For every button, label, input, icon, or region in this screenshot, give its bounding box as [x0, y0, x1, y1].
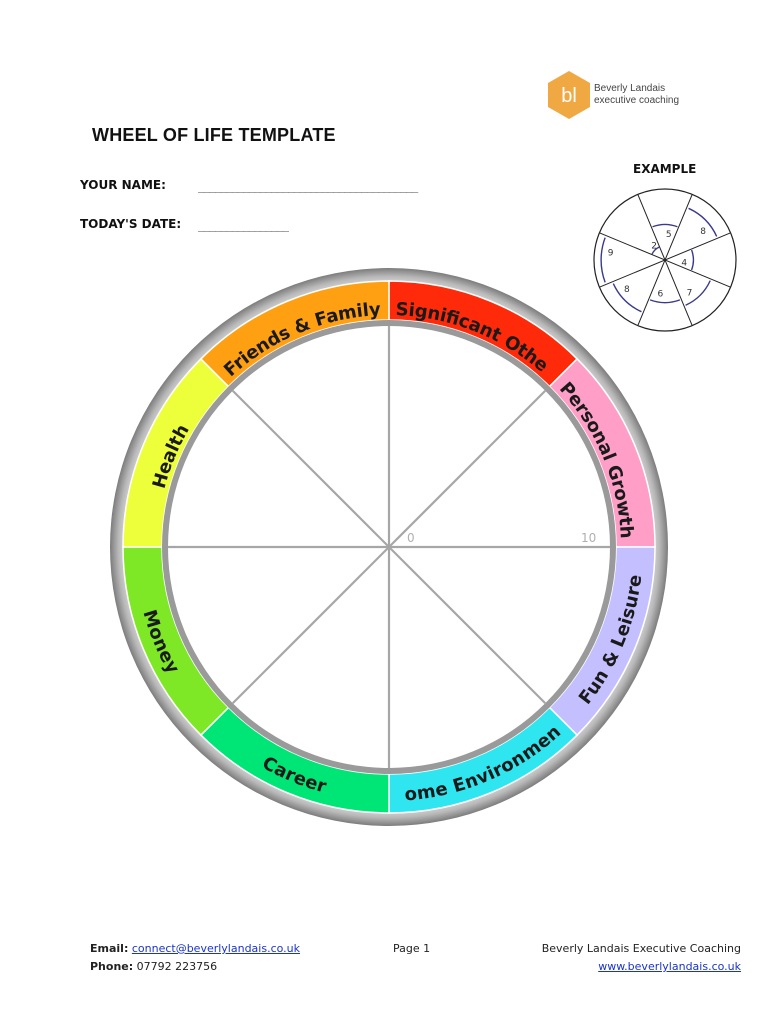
logo-subtitle: executive coaching	[594, 95, 680, 106]
example-score-arc	[600, 237, 606, 283]
example-spoke	[637, 194, 693, 326]
date-field[interactable]: ________________	[198, 219, 289, 232]
page-title: WHEEL OF LIFE TEMPLATE	[92, 125, 336, 145]
example-score-label: 9	[608, 248, 614, 258]
example-score-label: 8	[624, 285, 630, 295]
example-score-arc	[685, 280, 711, 306]
footer-company: Beverly Landais Executive Coaching www.b…	[542, 940, 741, 976]
logo-monogram: bl	[561, 85, 577, 107]
name-field[interactable]: _______________________________________	[198, 180, 418, 193]
example-score-arc	[652, 223, 678, 228]
hexagon-logo-icon: bl	[548, 71, 590, 119]
example-score-label: 4	[681, 259, 687, 269]
website-link[interactable]: www.beverlylandais.co.uk	[598, 960, 741, 973]
example-score-label: 8	[700, 227, 706, 237]
example-score-arc	[649, 299, 681, 304]
example-score-arc	[690, 249, 695, 271]
example-score-arc	[688, 207, 718, 237]
footer-contact: Email: connect@beverlylandais.co.uk Phon…	[90, 940, 300, 976]
example-score-arc	[651, 246, 660, 255]
scale-min-label: 0	[407, 531, 415, 545]
phone-number: 07792 223756	[136, 960, 218, 973]
scale-max-label: 10	[581, 531, 596, 545]
wheel-spoke	[231, 389, 547, 705]
phone-label: Phone:	[90, 960, 134, 973]
example-label: EXAMPLE	[633, 162, 697, 176]
example-score-label: 2	[651, 242, 657, 252]
example-score-label: 5	[666, 230, 672, 240]
example-wheel: 5 8 4 7 6 8 9 2	[593, 188, 737, 332]
email-label: Email:	[90, 942, 129, 955]
email-link[interactable]: connect@beverlylandais.co.uk	[131, 942, 301, 955]
logo-name: Beverly Landais	[594, 83, 666, 94]
example-score-label: 7	[687, 289, 693, 299]
page-number: Page 1	[393, 942, 431, 955]
date-label: TODAY'S DATE:	[80, 217, 182, 231]
company-name: Beverly Landais Executive Coaching	[541, 942, 741, 955]
brand-logo: bl	[546, 70, 686, 120]
example-score-arc	[612, 283, 642, 313]
example-score-label: 6	[657, 289, 663, 299]
name-label: YOUR NAME:	[80, 178, 166, 192]
